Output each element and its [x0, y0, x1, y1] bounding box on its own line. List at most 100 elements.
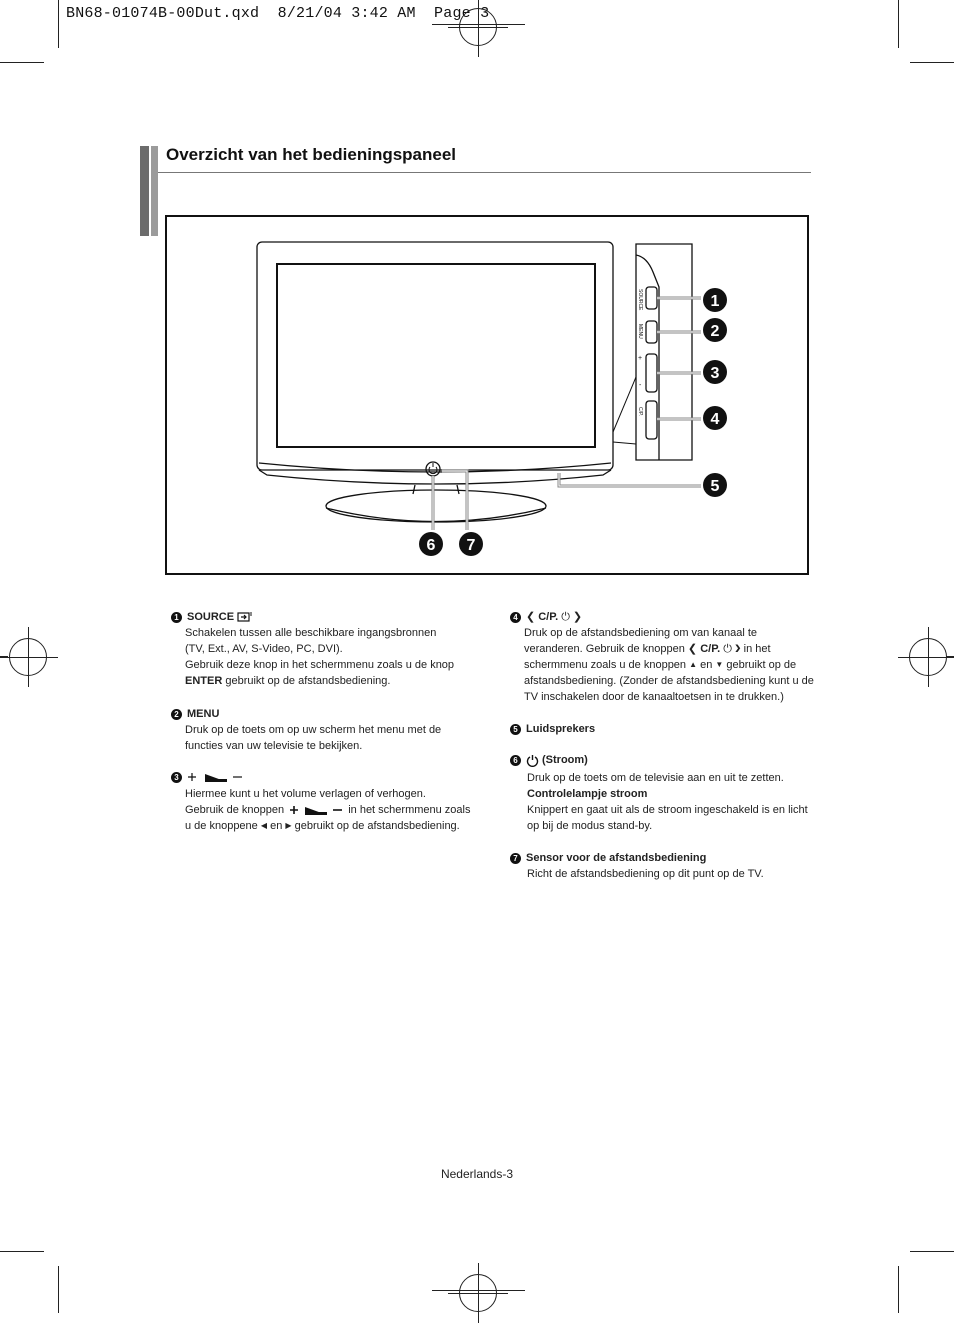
volume-icon: [188, 773, 242, 782]
item-text: in het schermmenu zoals: [348, 804, 471, 816]
callout-6: 6: [427, 537, 436, 554]
item-text: in het: [743, 643, 771, 655]
item-text: Druk op de toets om op uw scherm het men…: [185, 724, 442, 736]
item-number: 1: [171, 611, 182, 623]
chevron-right-icon: ❯: [572, 611, 583, 623]
channel-button: [645, 400, 658, 440]
item-text: en: [270, 820, 283, 832]
item-volume: 3 Hiermee kunt u het volume verlagen of …: [171, 771, 491, 834]
svg-text:+: +: [638, 355, 642, 362]
callout-4: 4: [711, 411, 720, 428]
cp-keyword: C/P.: [700, 643, 721, 655]
item-label: SOURCE: [187, 611, 235, 623]
item-text: op bij de modus stand-by.: [527, 820, 653, 833]
item-number: 2: [171, 708, 182, 720]
item-power: 6 (Stroom) Druk op de toets om de televi…: [510, 752, 840, 834]
item-sub-label: Controlelampje stroom: [527, 788, 648, 801]
menu-button: [645, 320, 658, 344]
volume-icon: [290, 806, 343, 816]
registration-mark: [448, 0, 508, 57]
item-text: Knippert en gaat uit als de stroom inges…: [527, 804, 808, 817]
power-icon: [526, 754, 539, 767]
item-channel: 4 ❮ C/P. ⏻ ❯ Druk op de afstandsbedienin…: [510, 609, 840, 705]
callout-1: 1: [711, 293, 720, 310]
item-text: Druk op de afstandsbediening om van kana…: [524, 627, 757, 639]
source-icon: [237, 612, 252, 622]
print-header: BN68-01074B-00Dut.qxd 8/21/04 3:42 AM Pa…: [66, 5, 490, 22]
section-title: Overzicht van het bedieningspaneel: [166, 145, 457, 164]
title-rule: [158, 172, 811, 173]
right-column: 4 ❮ C/P. ⏻ ❯ Druk op de afstandsbedienin…: [510, 609, 840, 882]
power-icon: ⏻: [561, 611, 570, 623]
callout-7: 7: [467, 537, 476, 554]
item-label: Sensor voor de afstandsbediening: [526, 852, 707, 865]
item-text: u de knoppene: [185, 820, 258, 832]
registration-mark: [0, 627, 58, 687]
title-accent-bar: [140, 146, 158, 236]
chevron-left-icon: ❮: [687, 643, 698, 655]
svg-text:MENU: MENU: [637, 324, 643, 339]
item-text: gebruikt op de afstandsbediening.: [294, 820, 460, 832]
chevron-left-icon: ❮: [526, 611, 536, 623]
item-text: Hiermee kunt u het volume verlagen of ve…: [185, 788, 426, 800]
power-icon: ⏻: [723, 643, 732, 655]
item-number: 4: [510, 611, 521, 623]
page-number: Nederlands-3: [440, 1167, 514, 1181]
item-number: 5: [510, 723, 521, 735]
item-text: veranderen. Gebruik de knoppen: [524, 643, 685, 655]
item-source: 1 SOURCE Schakelen tussen alle beschikba…: [171, 609, 491, 689]
callout-2: 2: [711, 323, 720, 340]
item-text: en: [700, 659, 713, 671]
crop-mark: [58, 0, 59, 48]
item-number: 7: [510, 852, 521, 864]
arrow-up-icon: ▲: [689, 660, 698, 670]
item-text: afstandsbediening. (Zonder de afstandsbe…: [524, 675, 814, 688]
control-panel-diagram: SOURCE MENU + - C/P. 1: [165, 215, 809, 575]
tv-screen: [276, 263, 596, 448]
item-label: MENU: [187, 708, 220, 720]
item-speakers: 5 Luidsprekers: [510, 721, 840, 737]
svg-text:-: -: [639, 382, 642, 389]
svg-text:SOURCE: SOURCE: [637, 289, 643, 311]
item-menu: 2 MENU Druk op de toets om op uw scherm …: [171, 706, 491, 754]
crop-mark: [910, 62, 954, 63]
item-number: 6: [510, 754, 521, 766]
arrow-left-icon: ◀: [260, 821, 268, 831]
callout-3: 3: [711, 365, 720, 382]
volume-button: [645, 353, 658, 393]
side-panel: [635, 243, 693, 461]
crop-mark: [910, 1251, 954, 1252]
crop-mark: [0, 1251, 44, 1252]
item-label: (Stroom): [542, 754, 588, 767]
item-text: Schakelen tussen alle beschikbare ingang…: [185, 627, 437, 639]
callout-5: 5: [711, 478, 720, 495]
item-text: Gebruik deze knop in het schermmenu zoal…: [185, 659, 455, 671]
chevron-right-icon: ❯: [735, 643, 741, 655]
registration-mark: [898, 627, 954, 687]
source-button: [645, 286, 658, 310]
item-text: gebruikt op de: [726, 659, 797, 671]
enter-keyword: ENTER: [185, 675, 223, 687]
item-text: schermmenu zoals u de knoppen: [524, 659, 687, 671]
crop-mark: [58, 1266, 59, 1313]
left-column: 1 SOURCE Schakelen tussen alle beschikba…: [171, 609, 491, 834]
item-text: Gebruik de knoppen: [185, 804, 285, 816]
crop-mark: [0, 62, 44, 63]
arrow-right-icon: ▶: [285, 821, 292, 831]
item-number: 3: [171, 771, 182, 783]
item-remote-sensor: 7 Sensor voor de afstandsbediening Richt…: [510, 850, 840, 882]
tv-frame: [256, 241, 614, 471]
crop-mark: [898, 1266, 899, 1313]
tv-stand: [325, 489, 547, 523]
item-text: Druk op de toets om de televisie aan en …: [527, 772, 784, 785]
item-text: Richt de afstandsbediening op dit punt o…: [527, 868, 764, 881]
item-label: C/P.: [538, 611, 559, 623]
item-text: gebruikt op de afstandsbediening.: [222, 675, 391, 687]
item-text: functies van uw televisie te bekijken.: [185, 740, 363, 752]
item-label: Luidsprekers: [526, 723, 596, 736]
registration-mark: [448, 1263, 508, 1323]
arrow-down-icon: ▼: [715, 660, 724, 670]
item-text: (TV, Ext., AV, S-Video, PC, DVI).: [185, 643, 343, 655]
svg-text:C/P.: C/P.: [637, 407, 643, 416]
crop-mark: [898, 0, 899, 48]
